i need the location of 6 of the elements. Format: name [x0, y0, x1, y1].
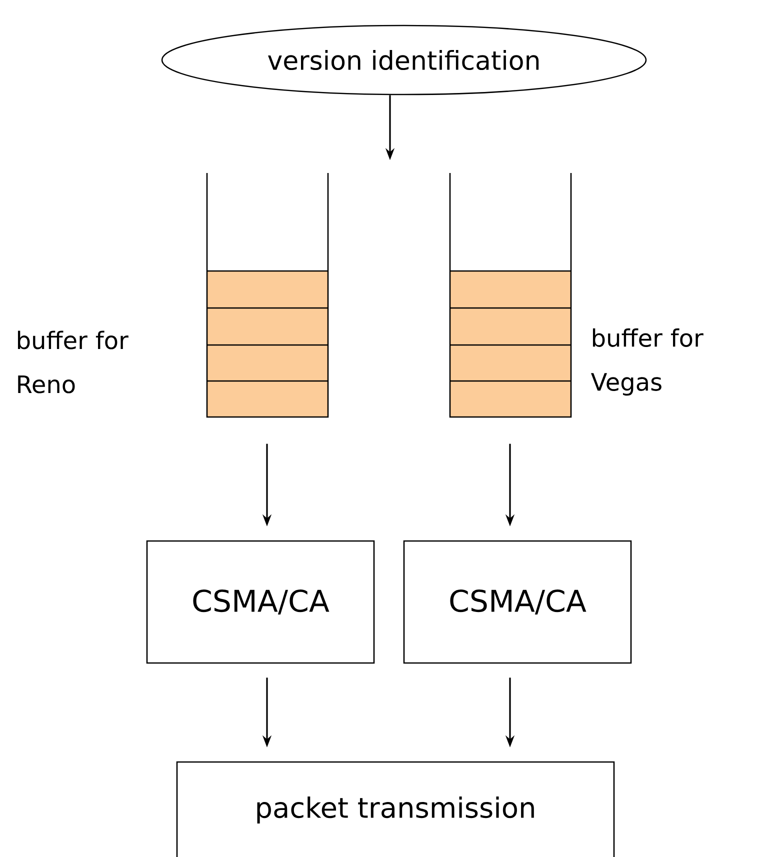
buffer-label: buffer for Vegas [590, 328, 704, 396]
process-box: CSMA/CA [403, 540, 632, 664]
process-box: CSMA/CA [146, 540, 375, 664]
buffer-label: buffer for Reno [18, 330, 128, 394]
ellipse-node: version identification [161, 24, 647, 96]
process-box: packet transmission [176, 761, 615, 857]
